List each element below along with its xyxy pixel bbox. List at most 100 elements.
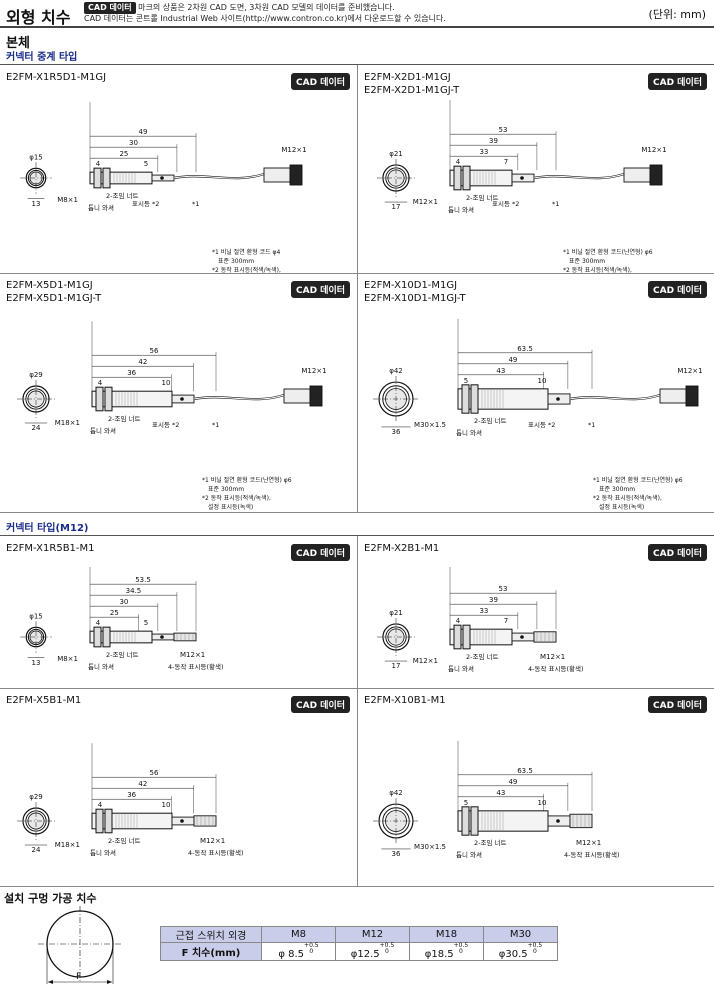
diameter-label: φ21	[389, 150, 403, 158]
section-subtitle-relay: 커넥터 중계 타입	[6, 52, 78, 63]
cell-value: φ30.5	[498, 949, 528, 960]
tol-lower: 0	[459, 948, 463, 955]
cad-data-button[interactable]: CAD 데이터	[291, 696, 351, 713]
connector-label: M12×1	[281, 146, 306, 154]
grid-divider	[0, 886, 714, 887]
model-name-alt: E2FM-X5D1-M1GJ-T	[6, 293, 102, 304]
section-rule	[0, 535, 714, 536]
model-name: E2FM-X1R5D1-M1GJ	[6, 72, 107, 83]
thread-label: M30×1.5	[414, 843, 446, 851]
cell-value: φ12.5	[350, 949, 380, 960]
washer-label: 톱니 와셔	[90, 848, 116, 857]
grid-divider-vertical	[357, 65, 358, 513]
model-name-alt: E2FM-X10D1-M1GJ-T	[364, 293, 466, 304]
indicator-label: 표시등 *2	[132, 200, 159, 208]
diameter-label: φ29	[29, 793, 43, 801]
indicator-label: 4-동작 표시등(황색)	[564, 850, 619, 859]
washer-label: 톱니 와셔	[448, 664, 474, 673]
table-col-m18: M18	[409, 926, 484, 943]
diameter-label: φ15	[29, 612, 43, 620]
cad-data-button[interactable]: CAD 데이터	[648, 696, 708, 713]
grid-divider	[0, 273, 714, 274]
footnote: *2 동작 표시등(적색/녹색),	[202, 494, 271, 502]
dimension-value: 5	[464, 799, 468, 807]
dimension-value: 56	[150, 347, 159, 355]
dimension-value: 33	[479, 148, 488, 156]
diameter-label: φ42	[389, 367, 403, 375]
dimension-value: 5	[464, 377, 468, 385]
thread-label: M8×1	[57, 655, 78, 663]
model-name: E2FM-X2D1-M1GJ	[364, 72, 451, 83]
dimension-value: 5	[144, 619, 148, 627]
thread-label: M12×1	[413, 657, 438, 665]
unit-label: (단위: mm)	[648, 8, 706, 21]
cad-data-button[interactable]: CAD 데이터	[291, 73, 351, 90]
cad-data-button[interactable]: CAD 데이터	[648, 544, 708, 561]
page-title: 외형 치수	[6, 8, 71, 27]
footnote: *1 비닐 절연 환형 코드 φ4	[212, 248, 280, 256]
section-rule	[0, 64, 714, 65]
nut-label: 2-조임 너트	[106, 191, 138, 200]
dimension-value: 4	[96, 619, 101, 627]
mounting-f-label: F	[76, 972, 82, 982]
cad-data-button[interactable]: CAD 데이터	[291, 544, 351, 561]
nut-label: 2-조임 너트	[474, 838, 506, 847]
header-rule	[0, 26, 714, 28]
dimension-value: 49	[139, 128, 148, 136]
washer-label: 톱니 와셔	[456, 428, 482, 437]
connector-label: M12×1	[540, 653, 565, 661]
footnote: 표준 300mm	[208, 486, 244, 493]
dimension-value: 30	[129, 139, 138, 147]
dimension-value: 10	[538, 799, 547, 807]
washer-label: 톱니 와셔	[90, 426, 116, 435]
width-label: 36	[392, 850, 401, 858]
grid-divider	[0, 512, 714, 513]
cad-data-button[interactable]: CAD 데이터	[291, 281, 351, 298]
indicator-label: 4-동작 표시등(황색)	[188, 848, 243, 857]
dimension-value: 5	[144, 160, 148, 168]
indicator-label: 4-동작 표시등(황색)	[528, 664, 583, 673]
cad-data-button[interactable]: CAD 데이터	[648, 73, 708, 90]
width-label: 36	[392, 428, 401, 436]
indicator-label: 표시등 *2	[528, 421, 555, 429]
dimension-value: 30	[119, 598, 128, 606]
dimension-value: 4	[456, 158, 461, 166]
dimension-value: 63.5	[517, 767, 533, 775]
washer-label: 톱니 와셔	[448, 205, 474, 214]
width-label: 17	[392, 662, 401, 670]
dimension-value: 49	[508, 356, 517, 364]
nut-label: 2-조임 너트	[474, 416, 506, 425]
dimension-value: 4	[96, 160, 101, 168]
nut-label: 2-조임 너트	[466, 193, 498, 202]
dimension-value: 34.5	[126, 587, 142, 595]
tol-lower: 0	[533, 948, 537, 955]
connector-label: M12×1	[200, 837, 225, 845]
dimension-value: 49	[508, 778, 517, 786]
section-title-body: 본체	[6, 36, 30, 51]
footnote: 표준 300mm	[599, 486, 635, 493]
cord-label: *1	[552, 200, 559, 208]
model-name: E2FM-X1R5B1-M1	[6, 543, 95, 554]
dimension-value: 7	[504, 158, 508, 166]
dimension-value: 56	[150, 769, 159, 777]
dimension-value: 4	[456, 617, 461, 625]
cord-label: *1	[192, 200, 199, 208]
dimension-value: 43	[496, 789, 505, 797]
table-col-m12: M12	[335, 926, 410, 943]
footnote: *2 동작 표시등(적색/녹색),	[593, 494, 662, 502]
cord-label: *1	[588, 421, 595, 429]
cad-data-button[interactable]: CAD 데이터	[648, 281, 708, 298]
dimension-value: 4	[98, 379, 103, 387]
indicator-label: 표시등 *2	[152, 421, 179, 429]
tol-upper: +0.5	[527, 942, 543, 949]
thread-label: M8×1	[57, 196, 78, 204]
dimension-value: 10	[162, 801, 171, 809]
diameter-label: φ42	[389, 789, 403, 797]
section-title-m12: 커넥터 타입(M12)	[6, 523, 89, 534]
